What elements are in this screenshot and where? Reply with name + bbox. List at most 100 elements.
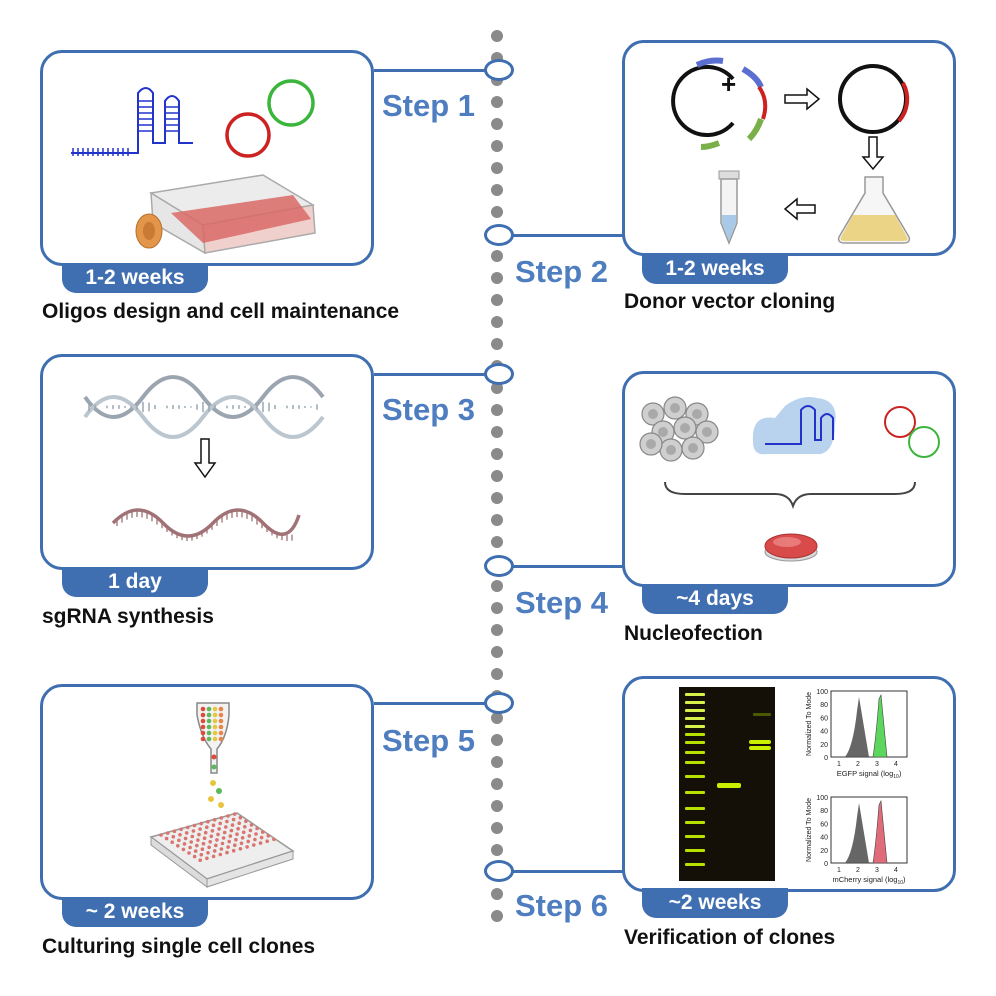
timeline-dot — [491, 96, 503, 108]
facs-plot-frame — [830, 796, 908, 864]
reporter-histogram — [872, 693, 888, 758]
well-icon — [234, 837, 238, 842]
cell-dot — [206, 718, 212, 724]
gel-band — [753, 713, 771, 716]
x-tick-label: 1 — [837, 761, 841, 768]
cell-dot — [211, 754, 217, 760]
step2-caption: Donor vector cloning — [624, 290, 836, 313]
well-icon — [236, 826, 240, 831]
cell-dot — [218, 706, 224, 712]
well-icon — [243, 825, 247, 829]
step1-node — [484, 59, 514, 81]
well-icon — [178, 833, 182, 837]
timeline-dot — [491, 536, 503, 548]
red-plasmid-icon — [884, 406, 916, 438]
timeline-dot — [491, 272, 503, 284]
timeline-dot — [491, 712, 503, 724]
step3-caption: sgRNA synthesis — [42, 605, 214, 628]
ladder-band — [685, 775, 705, 778]
cell-dot — [200, 712, 206, 718]
ladder-band — [685, 709, 705, 712]
well-icon — [238, 847, 243, 851]
erlenmeyer-flask-icon — [837, 176, 911, 244]
well-icon — [233, 843, 237, 847]
x-tick-label: 2 — [856, 761, 860, 768]
timeline-dot — [491, 734, 503, 746]
well-icon — [187, 851, 191, 855]
well-icon — [215, 838, 219, 842]
ladder-band — [685, 761, 705, 764]
timeline-dot — [491, 404, 503, 416]
well-icon — [192, 854, 197, 859]
well-icon — [208, 840, 212, 844]
x-tick-label: 1 — [837, 867, 841, 874]
well-icon — [214, 843, 218, 848]
green-plasmid-icon — [908, 426, 940, 458]
well-icon — [196, 838, 200, 842]
well-icon — [225, 850, 229, 855]
well-icon — [220, 841, 225, 846]
nucleus-icon — [666, 445, 676, 455]
dna-to-rna-illustration — [83, 375, 325, 541]
step6-caption: Verification of clones — [624, 926, 836, 949]
well-icon — [183, 836, 188, 841]
ladder-band — [685, 849, 705, 852]
well-icon — [170, 840, 174, 844]
gel-band — [749, 746, 771, 750]
timeline-dot — [491, 162, 503, 174]
step3-label: Step 3 — [382, 392, 476, 427]
timeline-dot — [491, 316, 503, 328]
well-icon — [225, 819, 229, 824]
well-icon — [172, 829, 177, 833]
nucleus-icon — [648, 409, 658, 419]
well-icon — [235, 832, 239, 836]
well-icon — [241, 830, 246, 835]
step5-duration-tab: ~ 2 weeks — [62, 897, 208, 927]
arrow-left-icon — [783, 197, 816, 221]
x-tick-label: 4 — [894, 867, 898, 874]
timeline-dot — [491, 382, 503, 394]
step2-connector — [510, 234, 624, 237]
rna-strand-icon — [111, 508, 301, 538]
arrow-down-icon — [861, 136, 885, 171]
timeline-dotted-line — [487, 30, 507, 940]
droplet-icon — [218, 802, 224, 808]
y-tick-label: 100 — [816, 689, 828, 696]
y-tick-label: 20 — [820, 848, 828, 855]
well-icon — [254, 832, 258, 836]
ladder-band — [685, 807, 705, 810]
well-icon — [247, 834, 252, 838]
step6-connector — [510, 870, 624, 873]
well-icon — [227, 839, 231, 844]
y-tick-label: 20 — [820, 742, 828, 749]
well-icon — [218, 821, 222, 826]
well-icon — [197, 832, 201, 837]
x-tick-label: 2 — [856, 867, 860, 874]
gel-band — [749, 740, 771, 744]
ladder-band — [685, 741, 705, 744]
well-icon — [188, 845, 192, 850]
timeline-dot — [491, 294, 503, 306]
well-icon — [253, 837, 257, 842]
sgrna-complex-icon — [752, 397, 836, 455]
well-icon — [182, 842, 187, 846]
well-icon — [258, 841, 263, 845]
well-icon — [244, 819, 248, 824]
well-icon — [231, 848, 236, 853]
y-tick-label: 0 — [824, 755, 828, 762]
step5-panel — [40, 684, 374, 900]
well-icon — [159, 833, 163, 837]
well-icon — [228, 834, 233, 838]
step4-caption: Nucleofection — [624, 622, 763, 645]
control-histogram — [845, 697, 869, 757]
step1-panel — [40, 50, 374, 266]
droplet-icon — [216, 788, 222, 794]
cells-cluster-icon — [639, 396, 719, 462]
step3-duration-tab: 1 day — [62, 567, 208, 597]
step5-caption: Culturing single cell clones — [42, 935, 316, 958]
well-icon — [193, 849, 198, 853]
step1-connector — [374, 69, 486, 72]
step4-node — [484, 555, 514, 577]
well-icon — [192, 823, 197, 828]
well-icon — [181, 847, 186, 852]
